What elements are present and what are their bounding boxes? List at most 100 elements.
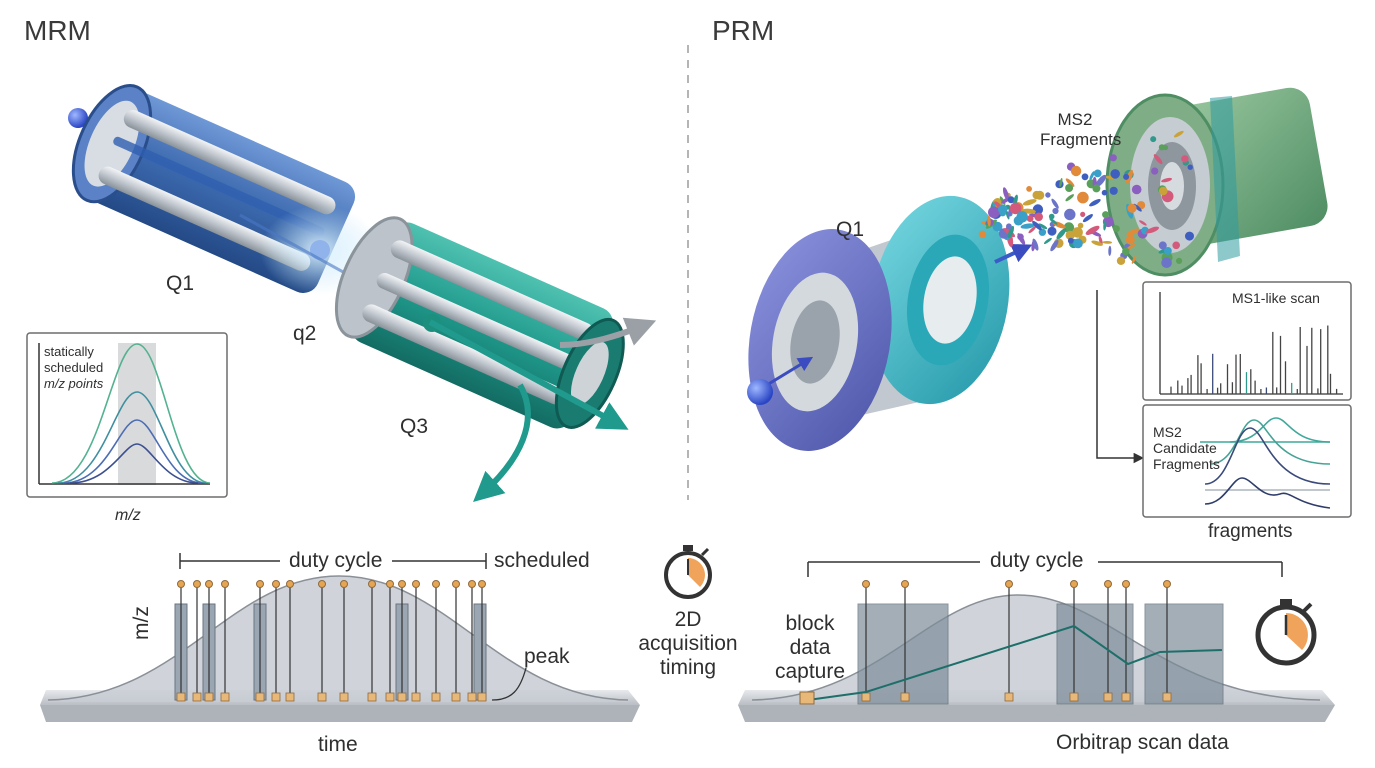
block-capture-line-2: data <box>789 636 831 659</box>
fragment-particle <box>1051 198 1059 209</box>
mrm-pin-base <box>285 692 295 702</box>
timing-text-line-3: timing <box>659 656 717 679</box>
prm-pin-base <box>1069 692 1079 702</box>
prm-pin-head <box>1005 580 1013 588</box>
fragment-particle <box>1073 238 1083 249</box>
fragment-particle <box>1082 214 1093 223</box>
mrm-pin-base <box>451 692 461 702</box>
block-capture-label: block data capture <box>770 612 850 684</box>
fragment-particle <box>1161 257 1172 269</box>
fragment-particle <box>1122 247 1130 256</box>
fragment-particle <box>1176 257 1183 264</box>
mrm-pin-head <box>340 580 348 588</box>
fragment-particle <box>1109 186 1118 195</box>
mrm-pin-head <box>272 580 280 588</box>
fragment-particle <box>1067 237 1074 244</box>
fragment-particle <box>1126 243 1136 250</box>
fragment-particle <box>1032 238 1039 251</box>
fragment-particle <box>1110 169 1120 179</box>
fragment-particle <box>1047 226 1057 236</box>
mrm-pin-base <box>192 692 202 702</box>
fragment-particle <box>1045 192 1051 198</box>
fragment-particle <box>1070 165 1082 177</box>
mrm-pin-base <box>339 692 349 702</box>
fragment-particle <box>1164 247 1172 255</box>
mrm-pin-head <box>468 580 476 588</box>
fragment-particle <box>988 206 1000 219</box>
fragment-particle <box>1020 223 1035 229</box>
mrm-pin-head <box>205 580 213 588</box>
prm-pin-head <box>862 580 870 588</box>
fragment-particle <box>1026 186 1032 192</box>
prm-pin-head <box>1122 580 1130 588</box>
q1-label: Q1 <box>166 272 195 295</box>
timing-text-line-2: acquisition <box>638 632 738 655</box>
mrm-pin-base <box>431 692 441 702</box>
mrm-pin-head <box>386 580 394 588</box>
prm-ion-ball-icon <box>747 379 773 405</box>
fragment-particle <box>1161 177 1173 183</box>
fragment-particle <box>1080 211 1086 217</box>
fragment-particle <box>1126 228 1140 236</box>
fragment-particle <box>1089 171 1095 181</box>
ms2-fragments-line-2: Fragments <box>1040 130 1122 149</box>
ms2-fragment-cloud <box>978 130 1194 269</box>
ms2-fragments-line-1: MS2 <box>1057 110 1093 129</box>
fragment-particle <box>1038 223 1048 230</box>
mrm-duty-cycle: duty cycle <box>289 549 383 572</box>
prm-pin-base <box>861 692 871 702</box>
prm-pin-head <box>1104 580 1112 588</box>
fragment-particle <box>1065 194 1075 202</box>
mrm-pin-base <box>255 692 265 702</box>
fragment-particle <box>1081 173 1089 181</box>
fragment-particle <box>1065 184 1074 192</box>
fragment-particle <box>1034 212 1043 222</box>
mrm-pin-head <box>432 580 440 588</box>
fragment-particle <box>1181 155 1189 163</box>
fragment-particle <box>1125 235 1135 245</box>
mrm-pin-base <box>411 692 421 702</box>
fragment-connector <box>1096 290 1145 464</box>
inset-text-line-3: m/z points <box>44 376 104 391</box>
fragment-particle <box>1063 222 1075 233</box>
mrm-pin-base <box>317 692 327 702</box>
mrm-pin-base <box>385 692 395 702</box>
mrm-pin-base <box>220 692 230 702</box>
fragment-particle <box>1028 226 1037 234</box>
peak-label: peak <box>524 645 570 668</box>
scan-data-label: Orbitrap scan data <box>1056 731 1229 754</box>
fragment-particle <box>1026 215 1034 223</box>
prm-duty-cycle: duty cycle <box>990 549 1084 572</box>
fragment-particle <box>1007 225 1015 239</box>
fragment-particle <box>1005 210 1010 220</box>
fragment-particle <box>1052 207 1059 215</box>
fragment-particle <box>1089 199 1101 207</box>
ion-ball-icon <box>68 108 88 128</box>
mrm-pin-base <box>176 692 186 702</box>
mrm-timing-chart <box>40 553 640 722</box>
ms2-candidate-inset <box>1142 404 1352 518</box>
fragment-particle <box>1038 228 1047 236</box>
fragment-particle <box>1150 136 1157 143</box>
fragment-particle <box>1048 213 1055 220</box>
fragment-particle <box>1162 144 1169 151</box>
mrm-pin-head <box>177 580 185 588</box>
fragment-particle <box>1043 237 1052 244</box>
fragment-particle <box>1017 233 1024 241</box>
block-capture-line-1: block <box>785 612 835 635</box>
fragment-particle <box>1125 169 1134 184</box>
fragment-particle <box>1085 225 1100 236</box>
fragment-particle <box>1016 211 1028 223</box>
ms1-scan-inset <box>1142 281 1352 401</box>
fragment-particle <box>1077 222 1084 229</box>
mrm-pin-head <box>256 580 264 588</box>
mrm-pin-head <box>452 580 460 588</box>
fragment-particle <box>987 215 991 227</box>
fragment-particle <box>1123 173 1130 180</box>
fragment-particle <box>1153 154 1163 165</box>
mrm-pin-base <box>397 692 407 702</box>
timing-text-line-1: 2D <box>674 608 702 631</box>
fragment-particle <box>1103 220 1107 231</box>
fragment-particle <box>1185 231 1194 241</box>
